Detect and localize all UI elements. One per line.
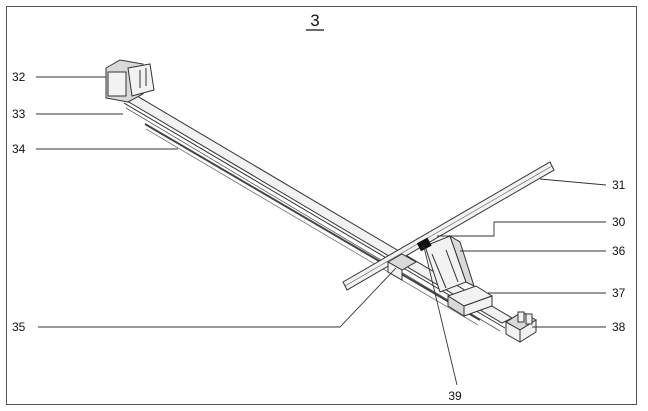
leader-35	[38, 267, 397, 328]
figure-frame	[6, 6, 637, 405]
end-motor-block	[105, 59, 155, 103]
label-30: 30	[612, 215, 626, 229]
label-39: 39	[448, 389, 462, 403]
label-38: 38	[612, 320, 626, 334]
leader-39	[423, 246, 458, 386]
sensor-block	[416, 237, 432, 252]
label-34: 34	[12, 142, 26, 156]
support-bracket	[424, 234, 475, 293]
leader-30	[437, 221, 606, 237]
label-31: 31	[612, 178, 626, 192]
crossbar-carriage	[386, 253, 418, 281]
label-36: 36	[612, 244, 626, 258]
end-bracket	[505, 311, 537, 343]
figure-number: 3	[310, 11, 319, 30]
leader-31	[539, 178, 607, 186]
label-35: 35	[12, 320, 26, 334]
label-33: 33	[12, 107, 26, 121]
label-37: 37	[612, 286, 626, 300]
lower-rail	[144, 123, 481, 321]
slider-block	[446, 285, 494, 317]
label-32: 32	[12, 70, 26, 84]
